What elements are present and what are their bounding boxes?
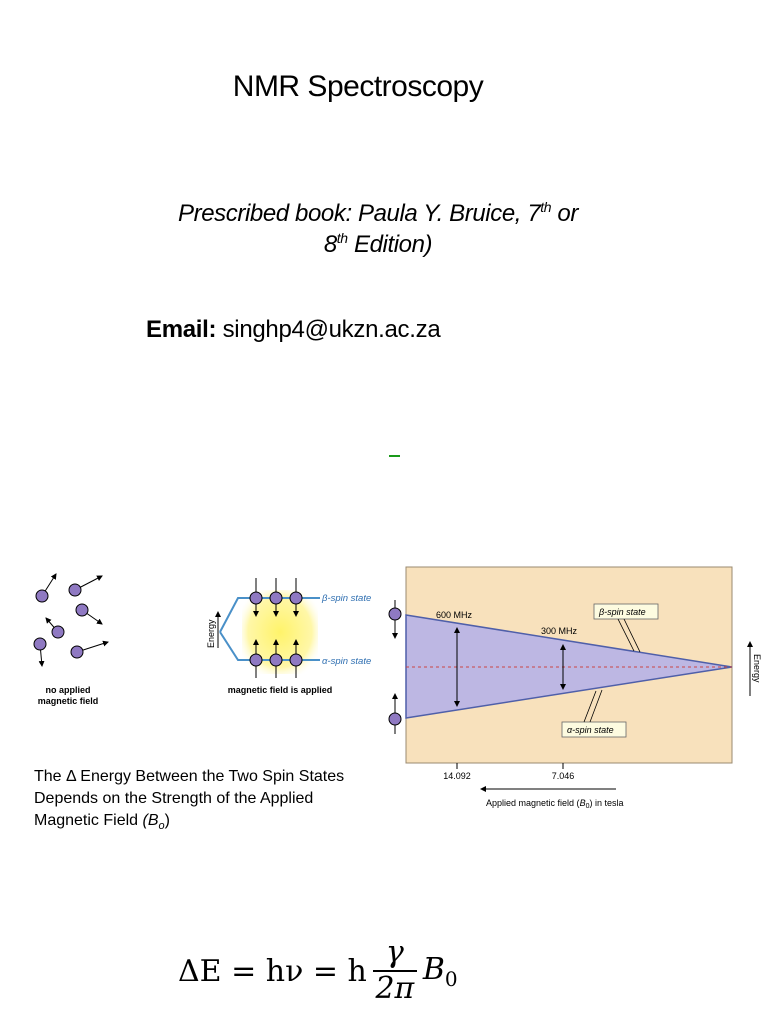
x-axis-label: Applied magnetic field (B0) in tesla bbox=[486, 798, 624, 810]
tick-14092: 14.092 bbox=[443, 771, 471, 781]
energy-axis-label: Energy bbox=[206, 619, 216, 648]
beta-spin-label-right: β-spin state bbox=[598, 607, 646, 617]
random-spins bbox=[33, 573, 109, 667]
no-field-label-2: magnetic field bbox=[38, 696, 99, 706]
energy-splitting-figure: 600 MHz 300 MHz β-spin state α-spin stat… bbox=[388, 566, 762, 810]
prescribed-book: Prescribed book: Paula Y. Bruice, 7th or… bbox=[0, 198, 756, 260]
spin-orientation-figure: no applied magnetic field Energy β-spin … bbox=[33, 573, 371, 706]
green-dash-mark bbox=[389, 455, 400, 457]
aligned-spins bbox=[249, 578, 303, 678]
formula-fraction: γ 2π bbox=[372, 936, 417, 1006]
email-line: Email: singhp4@ukzn.ac.za bbox=[146, 316, 441, 344]
page-title: NMR Spectroscopy bbox=[232, 70, 484, 103]
book-line-2: 8th Edition) bbox=[323, 230, 433, 258]
formula-lhs: ΔE = hν = h bbox=[178, 953, 367, 989]
freq-600-label: 600 MHz bbox=[436, 610, 473, 620]
energy-formula: ΔE = hν = h γ 2π B0 bbox=[178, 936, 458, 1006]
no-field-label-1: no applied bbox=[46, 685, 91, 695]
formula-rhs: B0 bbox=[422, 951, 458, 991]
alpha-spin-label-right: α-spin state bbox=[567, 725, 614, 735]
email-address[interactable]: singhp4@ukzn.ac.za bbox=[216, 316, 441, 343]
energy-axis-right: Energy bbox=[752, 654, 762, 683]
freq-300-label: 300 MHz bbox=[541, 626, 578, 636]
book-line-1: Prescribed book: Paula Y. Bruice, 7th or bbox=[178, 199, 578, 227]
email-label: Email: bbox=[146, 316, 217, 343]
beta-spin-label-left: β-spin state bbox=[321, 593, 371, 604]
tick-7046: 7.046 bbox=[552, 771, 575, 781]
figure-caption: The Δ Energy Between the Two Spin States… bbox=[34, 768, 345, 833]
field-applied-label: magnetic field is applied bbox=[228, 685, 333, 695]
spin-icons-right bbox=[388, 600, 402, 734]
gap-arrows bbox=[454, 627, 566, 707]
alpha-spin-label-left: α-spin state bbox=[322, 656, 371, 667]
